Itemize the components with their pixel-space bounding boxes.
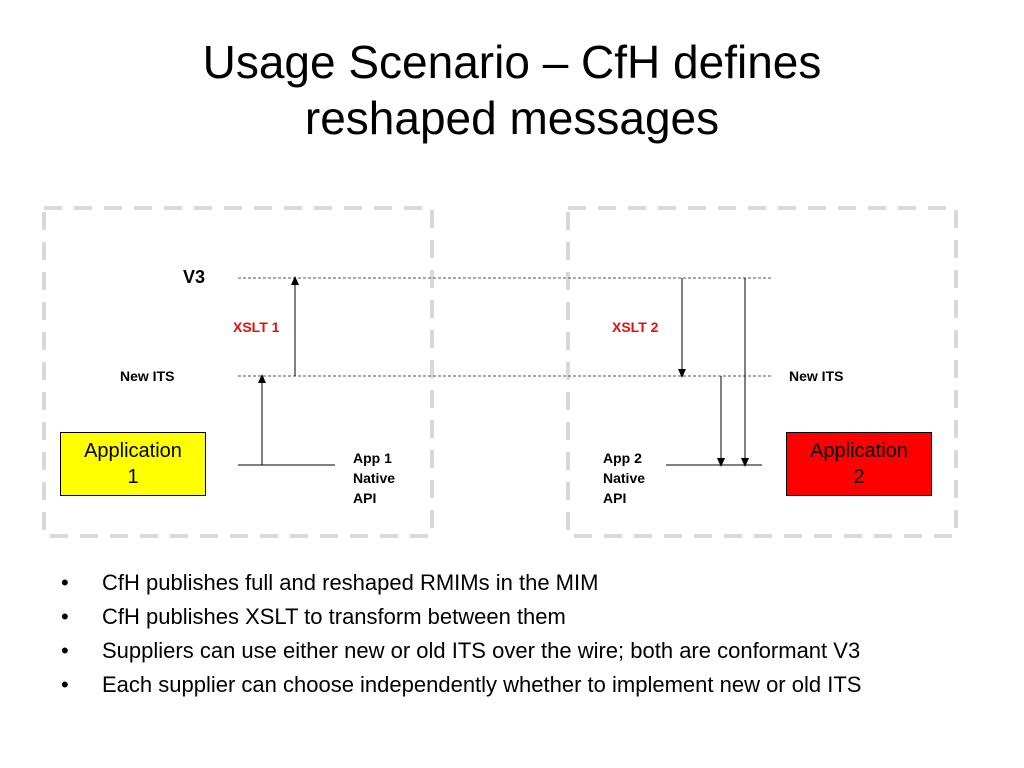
title-line-1: Usage Scenario – CfH defines <box>202 36 822 88</box>
app1-api-line2: Native <box>353 470 396 486</box>
app2-native-api-label: App 2 Native API <box>603 448 673 508</box>
new-its-right-label: New ITS <box>789 368 844 384</box>
bullet-item: CfH publishes full and reshaped RMIMs in… <box>58 572 978 595</box>
app2-api-line3: API <box>603 490 627 506</box>
app2-api-line1: App 2 <box>603 450 642 466</box>
xslt2-label: XSLT 2 <box>612 319 659 335</box>
app1-api-line3: API <box>353 490 377 506</box>
slide-title: Usage Scenario – CfH defines reshaped me… <box>0 34 1024 146</box>
title-line-2: reshaped messages <box>304 92 720 144</box>
bullet-item: Each supplier can choose independently w… <box>58 674 978 697</box>
application-2-box: Application 2 <box>786 432 932 496</box>
supplier-2-frame <box>566 206 958 538</box>
app1-native-api-label: App 1 Native API <box>353 448 423 508</box>
supplier-1-frame <box>42 206 434 538</box>
bullet-list: CfH publishes full and reshaped RMIMs in… <box>58 572 978 708</box>
application-1-line1: Application <box>84 440 182 462</box>
app2-api-line2: Native <box>603 470 646 486</box>
app1-api-line1: App 1 <box>353 450 392 466</box>
application-2-line2: 2 <box>853 466 865 488</box>
v3-label: V3 <box>183 267 206 287</box>
application-1-box: Application 1 <box>60 432 206 496</box>
new-its-left-label: New ITS <box>120 368 175 384</box>
xslt1-label: XSLT 1 <box>233 319 280 335</box>
application-2-line1: Application <box>810 440 908 462</box>
bullet-item: Suppliers can use either new or old ITS … <box>58 640 978 663</box>
bullet-item: CfH publishes XSLT to transform between … <box>58 606 978 629</box>
application-1-line2: 1 <box>127 466 139 488</box>
